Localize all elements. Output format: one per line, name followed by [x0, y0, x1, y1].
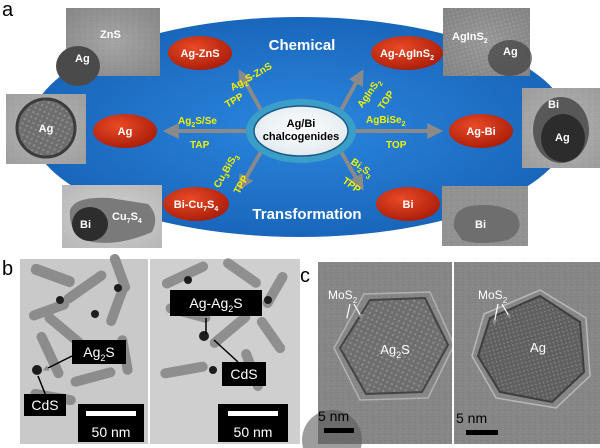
- label-cds-left: CdS: [24, 394, 66, 416]
- center-label-2: chalcogenides: [263, 131, 339, 143]
- tem-label-cu7s4: Cu7S4: [112, 211, 142, 225]
- node-bi-label: Bi: [403, 199, 414, 211]
- ag2s-tips-left: [32, 284, 122, 375]
- node-bi-cu7s4: Bi-Cu7S4: [163, 187, 229, 221]
- svg-text:Ag2S: Ag2S: [83, 344, 114, 363]
- tem-label-bi-bl: Bi: [80, 219, 91, 231]
- scale-bar-c-right-line: [466, 430, 498, 435]
- panel-c: c Ag2S MoS2 5 nm Ag MoS2: [300, 262, 600, 448]
- node-ag-zns: Ag-ZnS: [168, 36, 232, 70]
- node-ag: Ag: [93, 114, 157, 148]
- scale-bar-c-right: 5 nm: [456, 410, 487, 426]
- hrtem-image-c-left: Ag2S MoS2 5 nm: [302, 262, 455, 448]
- tem-image-ag-bi: Bi Ag: [522, 88, 600, 168]
- label-ag-ag2s: Ag-Ag2S: [170, 290, 262, 316]
- svg-text:50 nm: 50 nm: [234, 424, 273, 440]
- reagent-bi2s3: Bi2S3: [347, 157, 375, 182]
- svg-text:50 nm: 50 nm: [92, 424, 131, 440]
- tem-label-ag-left: Ag: [39, 123, 54, 135]
- svg-text:Ag-Ag2S: Ag-Ag2S: [189, 295, 242, 314]
- node-ag-agins2: Ag-AgInS2: [371, 36, 443, 70]
- node-bi: Bi: [376, 187, 440, 221]
- tem-image-b-right: [150, 258, 300, 444]
- scale-bar-b-right: 50 nm: [218, 404, 288, 442]
- scale-bar-c-left: 5 nm: [318, 408, 349, 424]
- center-oval: Ag/Bi chalcogenides: [246, 99, 356, 163]
- mos2-arrows-right: [492, 303, 511, 325]
- tem-label-agins2: AgInS2: [452, 31, 488, 45]
- tem-image-ag: Ag: [6, 94, 86, 164]
- tem-label-ag-agins2: Ag: [503, 46, 518, 58]
- tem-label-zns: ZnS: [100, 29, 121, 41]
- reagent-top-2: TOP: [386, 140, 407, 151]
- scale-bar-b-left: 50 nm: [78, 404, 144, 442]
- reagent-agbise2: AgBiSe2: [366, 115, 406, 128]
- reagent-ag2s-se: Ag2S/Se: [178, 116, 217, 129]
- tem-image-bi: Bi: [442, 186, 528, 246]
- scale-bar-c-left-line: [324, 428, 354, 433]
- tem-label-ag-right: Ag: [555, 132, 570, 144]
- mos2-arrows-left: [344, 303, 363, 323]
- title-transformation: Transformation: [252, 206, 361, 223]
- panel-letter-b: b: [2, 258, 13, 280]
- panel-a: a Chemical Transformation Ag/Bi chalcoge…: [2, 0, 600, 248]
- title-chemical: Chemical: [269, 37, 336, 54]
- node-ag-bi: Ag-Bi: [449, 114, 513, 148]
- svg-text:CdS: CdS: [31, 397, 58, 413]
- pointer-lines-b: [37, 318, 239, 397]
- node-bi-cu7s4-label: Bi-Cu7S4: [174, 199, 219, 213]
- label-ag2s-c: Ag2S: [380, 342, 410, 360]
- reagent-tap: TAP: [190, 140, 210, 151]
- tem-label-bi-right: Bi: [548, 99, 559, 111]
- panel-letter-a: a: [2, 0, 14, 21]
- hrtem-image-c-right: Ag MoS2 5 nm: [454, 262, 600, 444]
- tem-label-bi-br: Bi: [475, 219, 486, 231]
- tem-image-ag-agins2: AgInS2 Ag: [443, 8, 532, 76]
- reaction-arrows: [162, 69, 444, 191]
- label-mos2-left: MoS2: [328, 288, 358, 305]
- label-ag-c: Ag: [530, 340, 546, 355]
- tem-image-bi-cu7s4: Bi Cu7S4: [62, 185, 162, 248]
- panel-b: b: [2, 253, 300, 444]
- svg-text:CdS: CdS: [230, 366, 257, 382]
- label-ag2s-left: Ag2S: [72, 340, 126, 364]
- node-ag-agins2-label: Ag-AgInS2: [380, 48, 434, 62]
- panel-letter-c: c: [300, 265, 310, 287]
- tem-image-ag-zns: ZnS Ag: [56, 8, 160, 86]
- tem-label-ag-zns: Ag: [75, 53, 90, 65]
- center-label-1: Ag/Bi: [287, 118, 316, 130]
- label-cds-right: CdS: [222, 362, 266, 386]
- node-ag-label: Ag: [118, 126, 133, 138]
- label-mos2-right: MoS2: [478, 288, 508, 305]
- node-ag-zns-label: Ag-ZnS: [180, 48, 219, 60]
- node-ag-bi-label: Ag-Bi: [466, 126, 495, 138]
